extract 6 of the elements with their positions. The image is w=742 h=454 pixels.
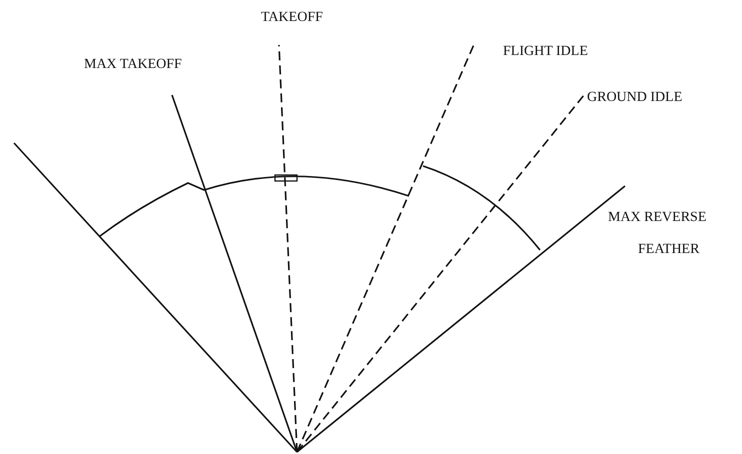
position-label: FLIGHT IDLE: [503, 44, 588, 60]
position-label: TAKEOFF: [261, 10, 323, 26]
position-label: MAX REVERSE: [608, 210, 706, 226]
position-label: FEATHER: [638, 242, 700, 258]
position-label: MAX TAKEOFF: [84, 57, 182, 73]
position-label: GROUND IDLE: [587, 90, 682, 106]
